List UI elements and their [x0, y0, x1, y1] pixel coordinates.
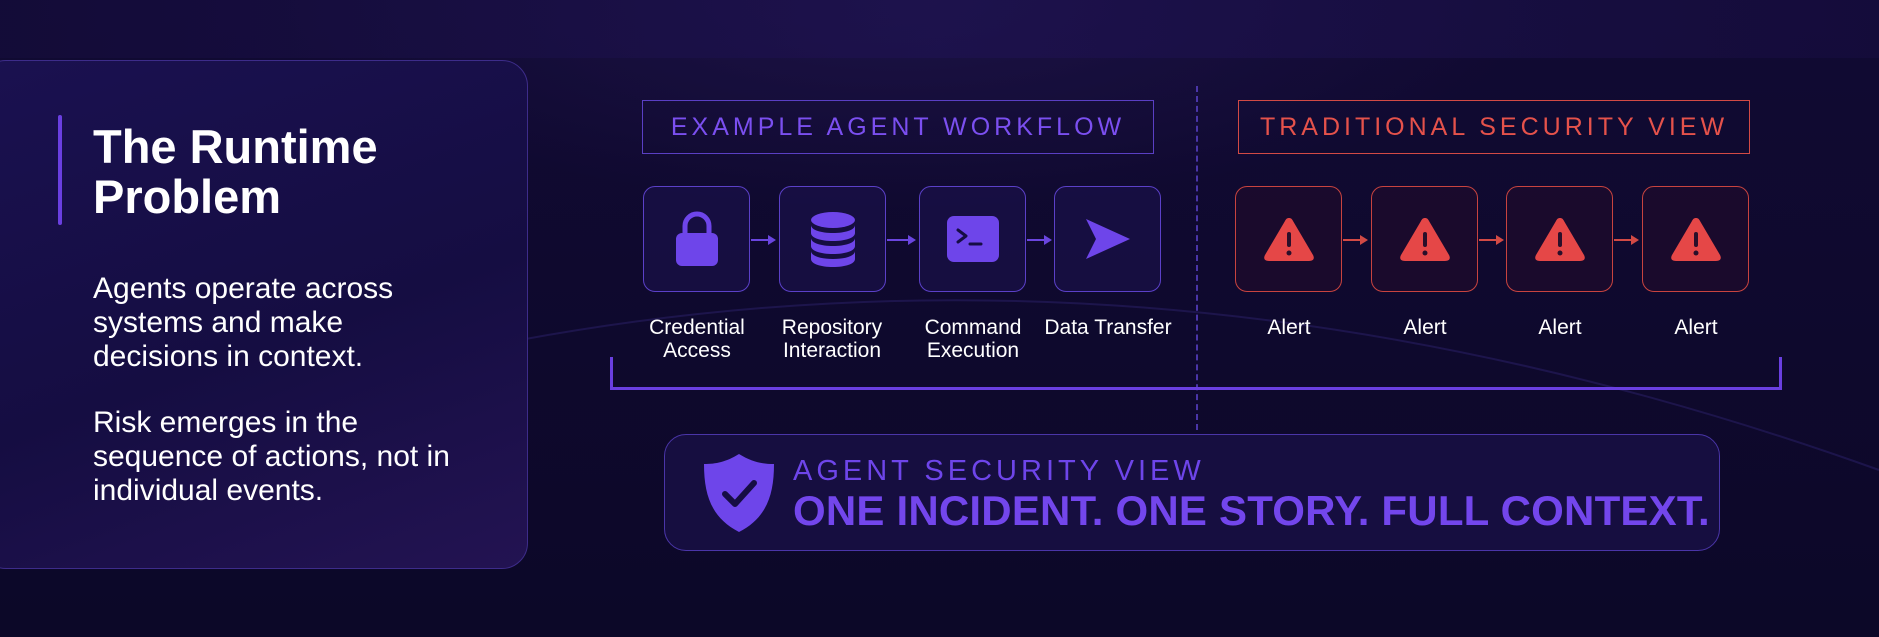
- warning-icon: [1670, 218, 1721, 261]
- runtime-problem-card: [0, 60, 528, 569]
- agent-security-view-headline: ONE INCIDENT. ONE STORY. FULL CONTEXT.: [793, 487, 1710, 534]
- alert-label-2: Alert: [1403, 316, 1447, 339]
- alert-tile-1: [1235, 186, 1342, 292]
- shield-check-icon: [704, 454, 774, 532]
- warning-icon: [1263, 218, 1314, 261]
- grouping-bracket: [610, 357, 1782, 390]
- send-icon: [1085, 219, 1130, 259]
- top-band: [0, 0, 1879, 58]
- warning-icon: [1534, 218, 1585, 261]
- card-title: The Runtime Problem: [93, 120, 378, 223]
- lock-icon: [675, 211, 718, 266]
- alert-label-1: Alert: [1267, 316, 1311, 339]
- alert-tile-3: [1506, 186, 1613, 292]
- step-tile-command-execution: [919, 186, 1026, 292]
- card-paragraph-2: Risk emerges in the sequence of actions,…: [93, 406, 450, 507]
- terminal-icon: [946, 216, 999, 262]
- step-tile-credential-access: [643, 186, 750, 292]
- traditional-header: TRADITIONAL SECURITY VIEW: [1238, 100, 1750, 154]
- step-label-repository-interaction: Repository Interaction: [781, 316, 883, 362]
- warning-icon: [1399, 218, 1450, 261]
- step-tile-data-transfer: [1054, 186, 1161, 292]
- step-label-data-transfer: Data Transfer: [1044, 316, 1172, 339]
- card-paragraph-1: Agents operate across systems and make d…: [93, 272, 394, 373]
- agent-security-view-label: AGENT SECURITY VIEW: [793, 455, 1205, 487]
- step-label-command-execution: Command Execution: [924, 316, 1022, 362]
- database-icon: [810, 212, 855, 267]
- alert-label-4: Alert: [1674, 316, 1718, 339]
- step-tile-repository-interaction: [779, 186, 886, 292]
- section-divider: [1196, 86, 1198, 430]
- agent-security-view-panel: [664, 434, 1720, 551]
- alert-label-3: Alert: [1538, 316, 1582, 339]
- alert-tile-4: [1642, 186, 1749, 292]
- alert-tile-2: [1371, 186, 1478, 292]
- workflow-header: EXAMPLE AGENT WORKFLOW: [642, 100, 1154, 154]
- step-label-credential-access: Credential Access: [649, 316, 745, 362]
- title-accent-bar: [58, 115, 62, 225]
